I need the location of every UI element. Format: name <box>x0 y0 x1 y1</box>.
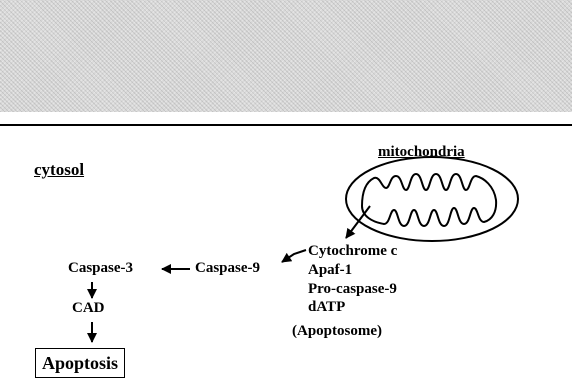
apoptosome-label: (Apoptosome) <box>292 323 382 340</box>
datp-label: dATP <box>308 299 345 316</box>
caspase9-label: Caspase-9 <box>195 260 260 277</box>
cytochrome-c-label: Cytochrome c <box>308 243 397 260</box>
arrow-cytc-to-caspase9 <box>282 250 306 262</box>
apoptosis-box: Apoptosis <box>35 348 125 378</box>
apaf1-label: Apaf-1 <box>308 262 352 279</box>
cad-label: CAD <box>72 300 105 317</box>
mitochondrion-outer-membrane <box>346 157 518 241</box>
pro-caspase9-label: Pro-caspase-9 <box>308 281 397 298</box>
caspase3-label: Caspase-3 <box>68 260 133 277</box>
mitochondrion-cristae <box>362 174 496 226</box>
